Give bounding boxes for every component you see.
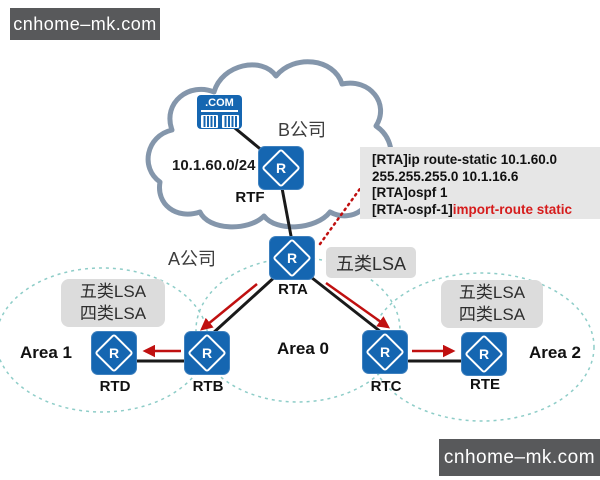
area2-label: Area 2 <box>529 343 581 362</box>
router-rtd-icon: R <box>91 331 137 375</box>
lsa-arrow-rta-rtb <box>200 283 258 331</box>
lsa-badge-area1: 五类LSA 四类LSA <box>61 279 165 327</box>
router-glyph: R <box>286 250 298 266</box>
watermark-top-left: cnhome–mk.com <box>10 8 160 40</box>
lsa-type5-line: 五类LSA <box>79 282 147 301</box>
server-barcode <box>200 115 239 128</box>
dotcom-server-icon: .COM <box>197 95 242 129</box>
area0-label: Area 0 <box>277 339 329 358</box>
lsa-type5-badge: 五类LSA <box>326 247 416 278</box>
config-callout-leader <box>318 184 364 246</box>
router-diamond: R <box>261 148 301 188</box>
router-diamond: R <box>187 333 227 373</box>
lsa-badge-area2: 五类LSA 四类LSA <box>441 280 543 328</box>
router-rtc-icon: R <box>362 330 408 374</box>
router-glyph: R <box>108 345 120 361</box>
router-diamond: R <box>365 332 405 372</box>
router-rta-icon: R <box>269 236 315 280</box>
router-rtb-icon: R <box>184 331 230 375</box>
router-rtf-label: RTF <box>235 189 265 206</box>
router-rtf-icon: R <box>258 146 304 190</box>
router-rtd-label: RTD <box>99 378 131 395</box>
router-glyph: R <box>478 346 490 362</box>
config-line-4: [RTA-ospf-1]import-route static <box>372 202 600 219</box>
server-barcode-left <box>200 115 218 128</box>
rta-config-callout: [RTA]ip route-static 10.1.60.0 255.255.2… <box>360 147 600 219</box>
company-a-label: A公司 <box>168 249 217 269</box>
link-rtf-rta <box>280 186 293 238</box>
router-glyph: R <box>275 160 287 176</box>
lsa-type5-line: 五类LSA <box>458 283 526 302</box>
router-rtc-label: RTC <box>370 378 402 395</box>
lsa-type4-line: 四类LSA <box>458 305 526 324</box>
config-line-3: [RTA]ospf 1 <box>372 185 448 200</box>
dotcom-server-label: .COM <box>205 97 234 109</box>
router-rte-icon: R <box>461 332 507 376</box>
router-diamond: R <box>272 238 312 278</box>
router-rte-label: RTE <box>470 376 500 393</box>
server-separator <box>201 110 238 112</box>
server-barcode-right <box>221 115 239 128</box>
link-rta-rtb <box>210 272 280 336</box>
router-diamond: R <box>464 334 504 374</box>
network-prefix-label: 10.1.60.0/24 <box>172 157 256 174</box>
company-b-label: B公司 <box>278 120 327 140</box>
lsa-type4-line: 四类LSA <box>79 304 147 323</box>
watermark-bottom-right: cnhome–mk.com <box>439 439 600 476</box>
area1-label: Area 1 <box>20 343 72 362</box>
router-diamond: R <box>94 333 134 373</box>
config-line-4-prefix: [RTA-ospf-1] <box>372 201 453 217</box>
router-glyph: R <box>379 344 391 360</box>
router-rtb-label: RTB <box>192 378 224 395</box>
config-line-1: [RTA]ip route-static 10.1.60.0 <box>372 152 558 167</box>
config-line-4-highlight: import-route static <box>452 201 572 217</box>
config-line-2: 255.255.255.0 10.1.16.6 <box>372 168 519 184</box>
link-rta-rtc <box>305 272 383 334</box>
lsa-arrow-rta-rtc <box>325 281 391 329</box>
router-glyph: R <box>201 345 213 361</box>
router-rta-label: RTA <box>278 281 308 298</box>
